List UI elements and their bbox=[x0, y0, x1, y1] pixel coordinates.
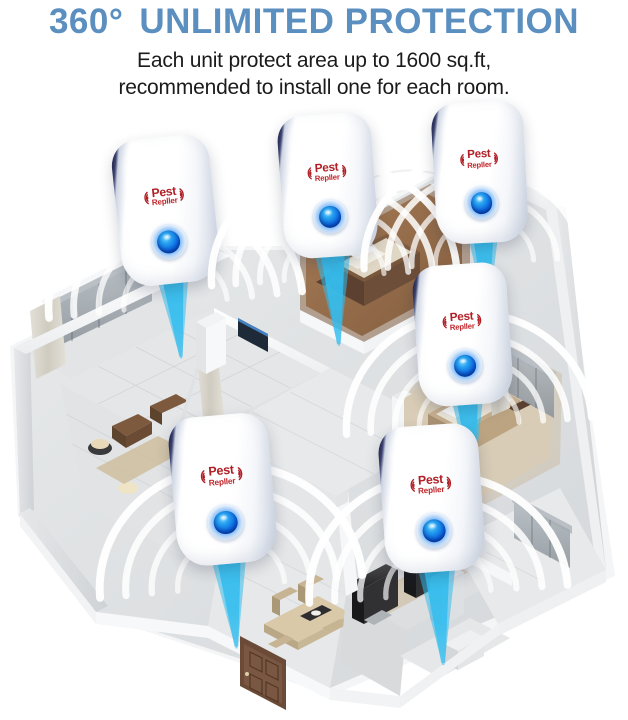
title-text: UNLIMITED PROTECTION bbox=[139, 2, 580, 41]
coverage-beam bbox=[208, 545, 248, 649]
header: 360° UNLIMITED PROTECTION Each unit prote… bbox=[0, 0, 628, 102]
coverage-beam bbox=[312, 240, 352, 346]
led-glow bbox=[453, 353, 477, 378]
device-body bbox=[429, 99, 530, 246]
led-glow bbox=[469, 191, 493, 215]
led-glow bbox=[156, 229, 182, 255]
subtitle-line-1: Each unit protect area up to 1600 sq.ft, bbox=[137, 49, 491, 72]
device-body bbox=[165, 410, 280, 569]
device-body bbox=[377, 421, 487, 576]
degree-badge: 360° bbox=[48, 2, 124, 41]
led-glow bbox=[318, 204, 342, 229]
coverage-beam bbox=[416, 556, 457, 665]
page-title: 360° UNLIMITED PROTECTION bbox=[0, 0, 628, 39]
device-body bbox=[410, 260, 515, 409]
subtitle-line-2: recommended to install one for each room… bbox=[118, 75, 510, 99]
led-glow bbox=[421, 518, 447, 544]
led-glow bbox=[212, 509, 239, 536]
subtitle: Each unit protect area up to 1600 sq.ft,… bbox=[0, 48, 628, 102]
coverage-beam bbox=[154, 264, 190, 359]
